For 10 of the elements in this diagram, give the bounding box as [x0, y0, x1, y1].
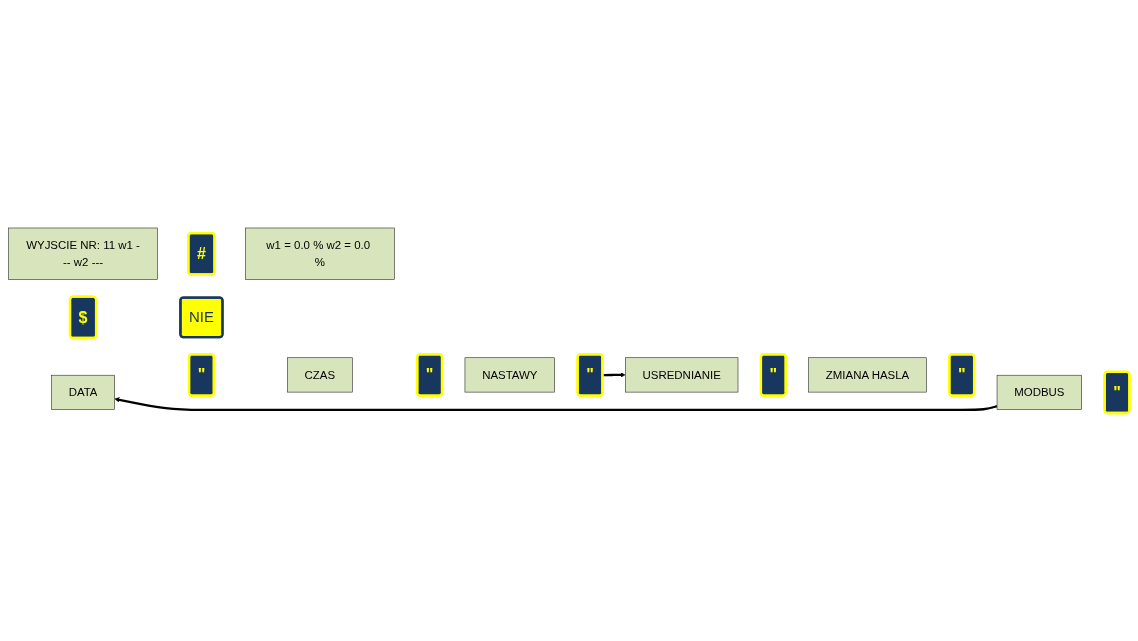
node-box: MODBUS — [996, 374, 1082, 410]
node-box: WYJSCIE NR: 11 w1 --- w2 --- — [8, 227, 158, 280]
arrow — [114, 397, 998, 411]
node-box: USREDNIANIE — [625, 357, 739, 393]
node-box: DATA — [51, 374, 115, 410]
node-box: w1 = 0.0 % w2 = 0.0 % — [245, 227, 395, 280]
arrow — [602, 372, 626, 378]
node-box: CZAS — [287, 357, 353, 393]
node-box: NASTAWY — [464, 357, 555, 393]
node-box: ZMIANA HASLA — [808, 357, 927, 393]
